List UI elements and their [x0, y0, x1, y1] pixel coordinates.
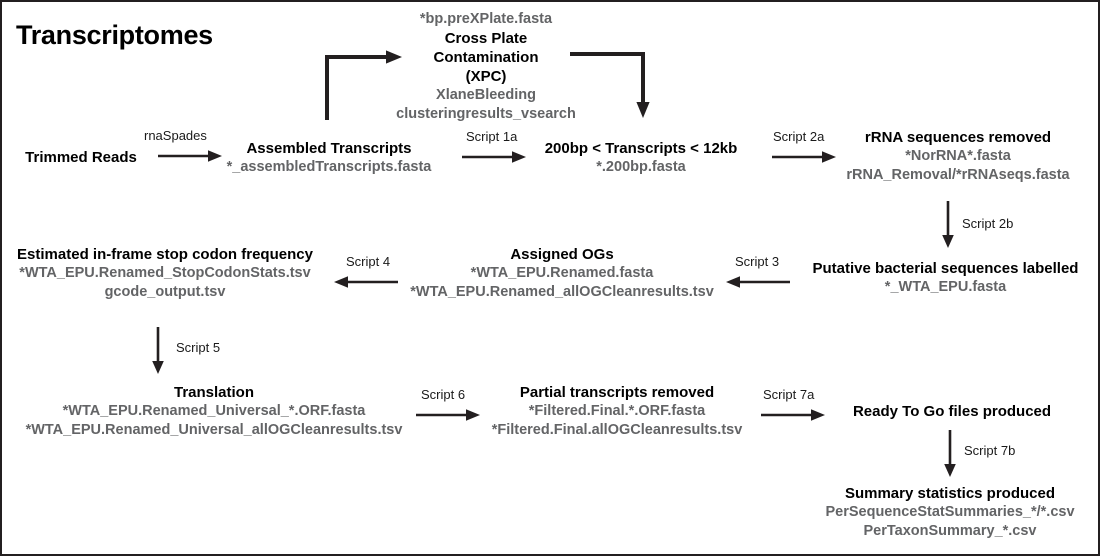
- node-translation: Translation *WTA_EPU.Renamed_Universal_*…: [4, 383, 424, 439]
- node-ready-to-go: Ready To Go files produced: [820, 402, 1084, 421]
- node-assigned-ogs-file-0: *WTA_EPU.Renamed.fasta: [470, 265, 654, 282]
- node-xpc-pre-file: *bp.preXPlate.fasta: [419, 11, 553, 27]
- node-stop-codon-frequency-title: Estimated in-frame stop codon frequency: [17, 246, 313, 263]
- node-rrna-removed: rRNA sequences removed *NorRNA*.fasta rR…: [827, 128, 1089, 184]
- edge-label-script-1a: Script 1a: [466, 129, 518, 144]
- node-transcript-size-filter: 200bp < Transcripts < 12kb *.200bp.fasta: [520, 139, 762, 177]
- arrow-assembled-to-xpc: [325, 50, 402, 120]
- node-assembled-transcripts-file-0: *_assembledTranscripts.fasta: [226, 159, 432, 176]
- edge-label-script-4: Script 4: [346, 254, 391, 269]
- arrow-script-2b: [942, 201, 954, 248]
- node-xpc-file-1: clusteringresults_vsearch: [396, 105, 576, 122]
- edge-label-rnaspades: rnaSpades: [144, 128, 207, 143]
- arrow-script-7b: [944, 430, 956, 477]
- edge-label-script-2a: Script 2a: [773, 129, 825, 144]
- node-summary-statistics-file-1: PerTaxonSummary_*.csv: [863, 522, 1037, 539]
- node-translation-file-0: *WTA_EPU.Renamed_Universal_*.ORF.fasta: [62, 403, 366, 420]
- arrow-script-4: [334, 276, 398, 288]
- node-partial-removed-file-1: *Filtered.Final.allOGCleanresults.tsv: [491, 421, 743, 438]
- edge-label-script-7a: Script 7a: [763, 387, 815, 402]
- node-summary-statistics: Summary statistics produced PerSequenceS…: [802, 484, 1098, 540]
- arrow-script-2a: [772, 151, 836, 163]
- edge-label-script-2b: Script 2b: [962, 216, 1014, 231]
- node-translation-title: Translation: [173, 384, 255, 401]
- node-ready-to-go-title: Ready To Go files produced: [852, 403, 1052, 420]
- node-assigned-ogs-title: Assigned OGs: [510, 246, 614, 263]
- node-assembled-transcripts-title: Assembled Transcripts: [246, 140, 412, 157]
- node-bacterial-labelled-file-0: *_WTA_EPU.fasta: [884, 279, 1007, 296]
- node-summary-statistics-title: Summary statistics produced: [844, 485, 1056, 502]
- node-partial-removed-file-0: *Filtered.Final.*.ORF.fasta: [528, 403, 706, 420]
- node-assigned-ogs-file-1: *WTA_EPU.Renamed_allOGCleanresults.tsv: [410, 283, 714, 300]
- node-bacterial-labelled-title: Putative bacterial sequences labelled: [812, 260, 1079, 277]
- node-transcript-size-filter-title: 200bp < Transcripts < 12kb: [544, 140, 738, 157]
- node-assigned-ogs: Assigned OGs *WTA_EPU.Renamed.fasta *WTA…: [397, 245, 727, 301]
- node-xpc-title-line3: (XPC): [465, 67, 507, 85]
- node-transcript-size-filter-file-0: *.200bp.fasta: [596, 159, 686, 176]
- page-title: Transcriptomes: [16, 20, 213, 50]
- edge-label-script-7b: Script 7b: [964, 443, 1016, 458]
- node-rrna-removed-file-0: *NorRNA*.fasta: [905, 148, 1011, 165]
- node-cross-plate-contamination: *bp.preXPlate.fasta Cross Plate Contamin…: [395, 10, 577, 123]
- arrow-rnaspades: [158, 150, 222, 162]
- node-bacterial-labelled: Putative bacterial sequences labelled *_…: [799, 259, 1092, 297]
- node-assembled-transcripts: Assembled Transcripts *_assembledTranscr…: [202, 139, 456, 177]
- node-translation-file-1: *WTA_EPU.Renamed_Universal_allOGCleanres…: [25, 421, 403, 438]
- node-stop-codon-frequency-file-1: gcode_output.tsv: [104, 283, 226, 300]
- node-partial-removed-title: Partial transcripts removed: [519, 384, 715, 401]
- node-rrna-removed-title: rRNA sequences removed: [864, 129, 1052, 146]
- arrow-script-7a: [761, 409, 825, 421]
- node-xpc-file-0: XlaneBleeding: [436, 87, 536, 104]
- arrow-script-5: [152, 327, 164, 374]
- arrow-script-3: [726, 276, 790, 288]
- node-xpc-title-line2: Contamination: [433, 48, 539, 66]
- node-xpc-title-line1: Cross Plate: [444, 29, 528, 47]
- arrow-xpc-to-size-filter: [570, 52, 650, 118]
- node-summary-statistics-file-0: PerSequenceStatSummaries_*/*.csv: [825, 504, 1075, 521]
- edge-label-script-6: Script 6: [421, 387, 466, 402]
- node-stop-codon-frequency: Estimated in-frame stop codon frequency …: [4, 245, 326, 301]
- edge-label-script-5: Script 5: [176, 340, 221, 355]
- arrow-script-6: [416, 409, 480, 421]
- arrow-script-1a: [462, 151, 526, 163]
- node-partial-removed: Partial transcripts removed *Filtered.Fi…: [472, 383, 762, 439]
- edge-label-script-3: Script 3: [735, 254, 780, 269]
- node-rrna-removed-file-1: rRNA_Removal/*rRNAseqs.fasta: [846, 166, 1070, 183]
- node-trimmed-reads-title: Trimmed Reads: [25, 149, 137, 166]
- node-trimmed-reads: Trimmed Reads: [2, 148, 160, 167]
- node-stop-codon-frequency-file-0: *WTA_EPU.Renamed_StopCodonStats.tsv: [19, 265, 311, 282]
